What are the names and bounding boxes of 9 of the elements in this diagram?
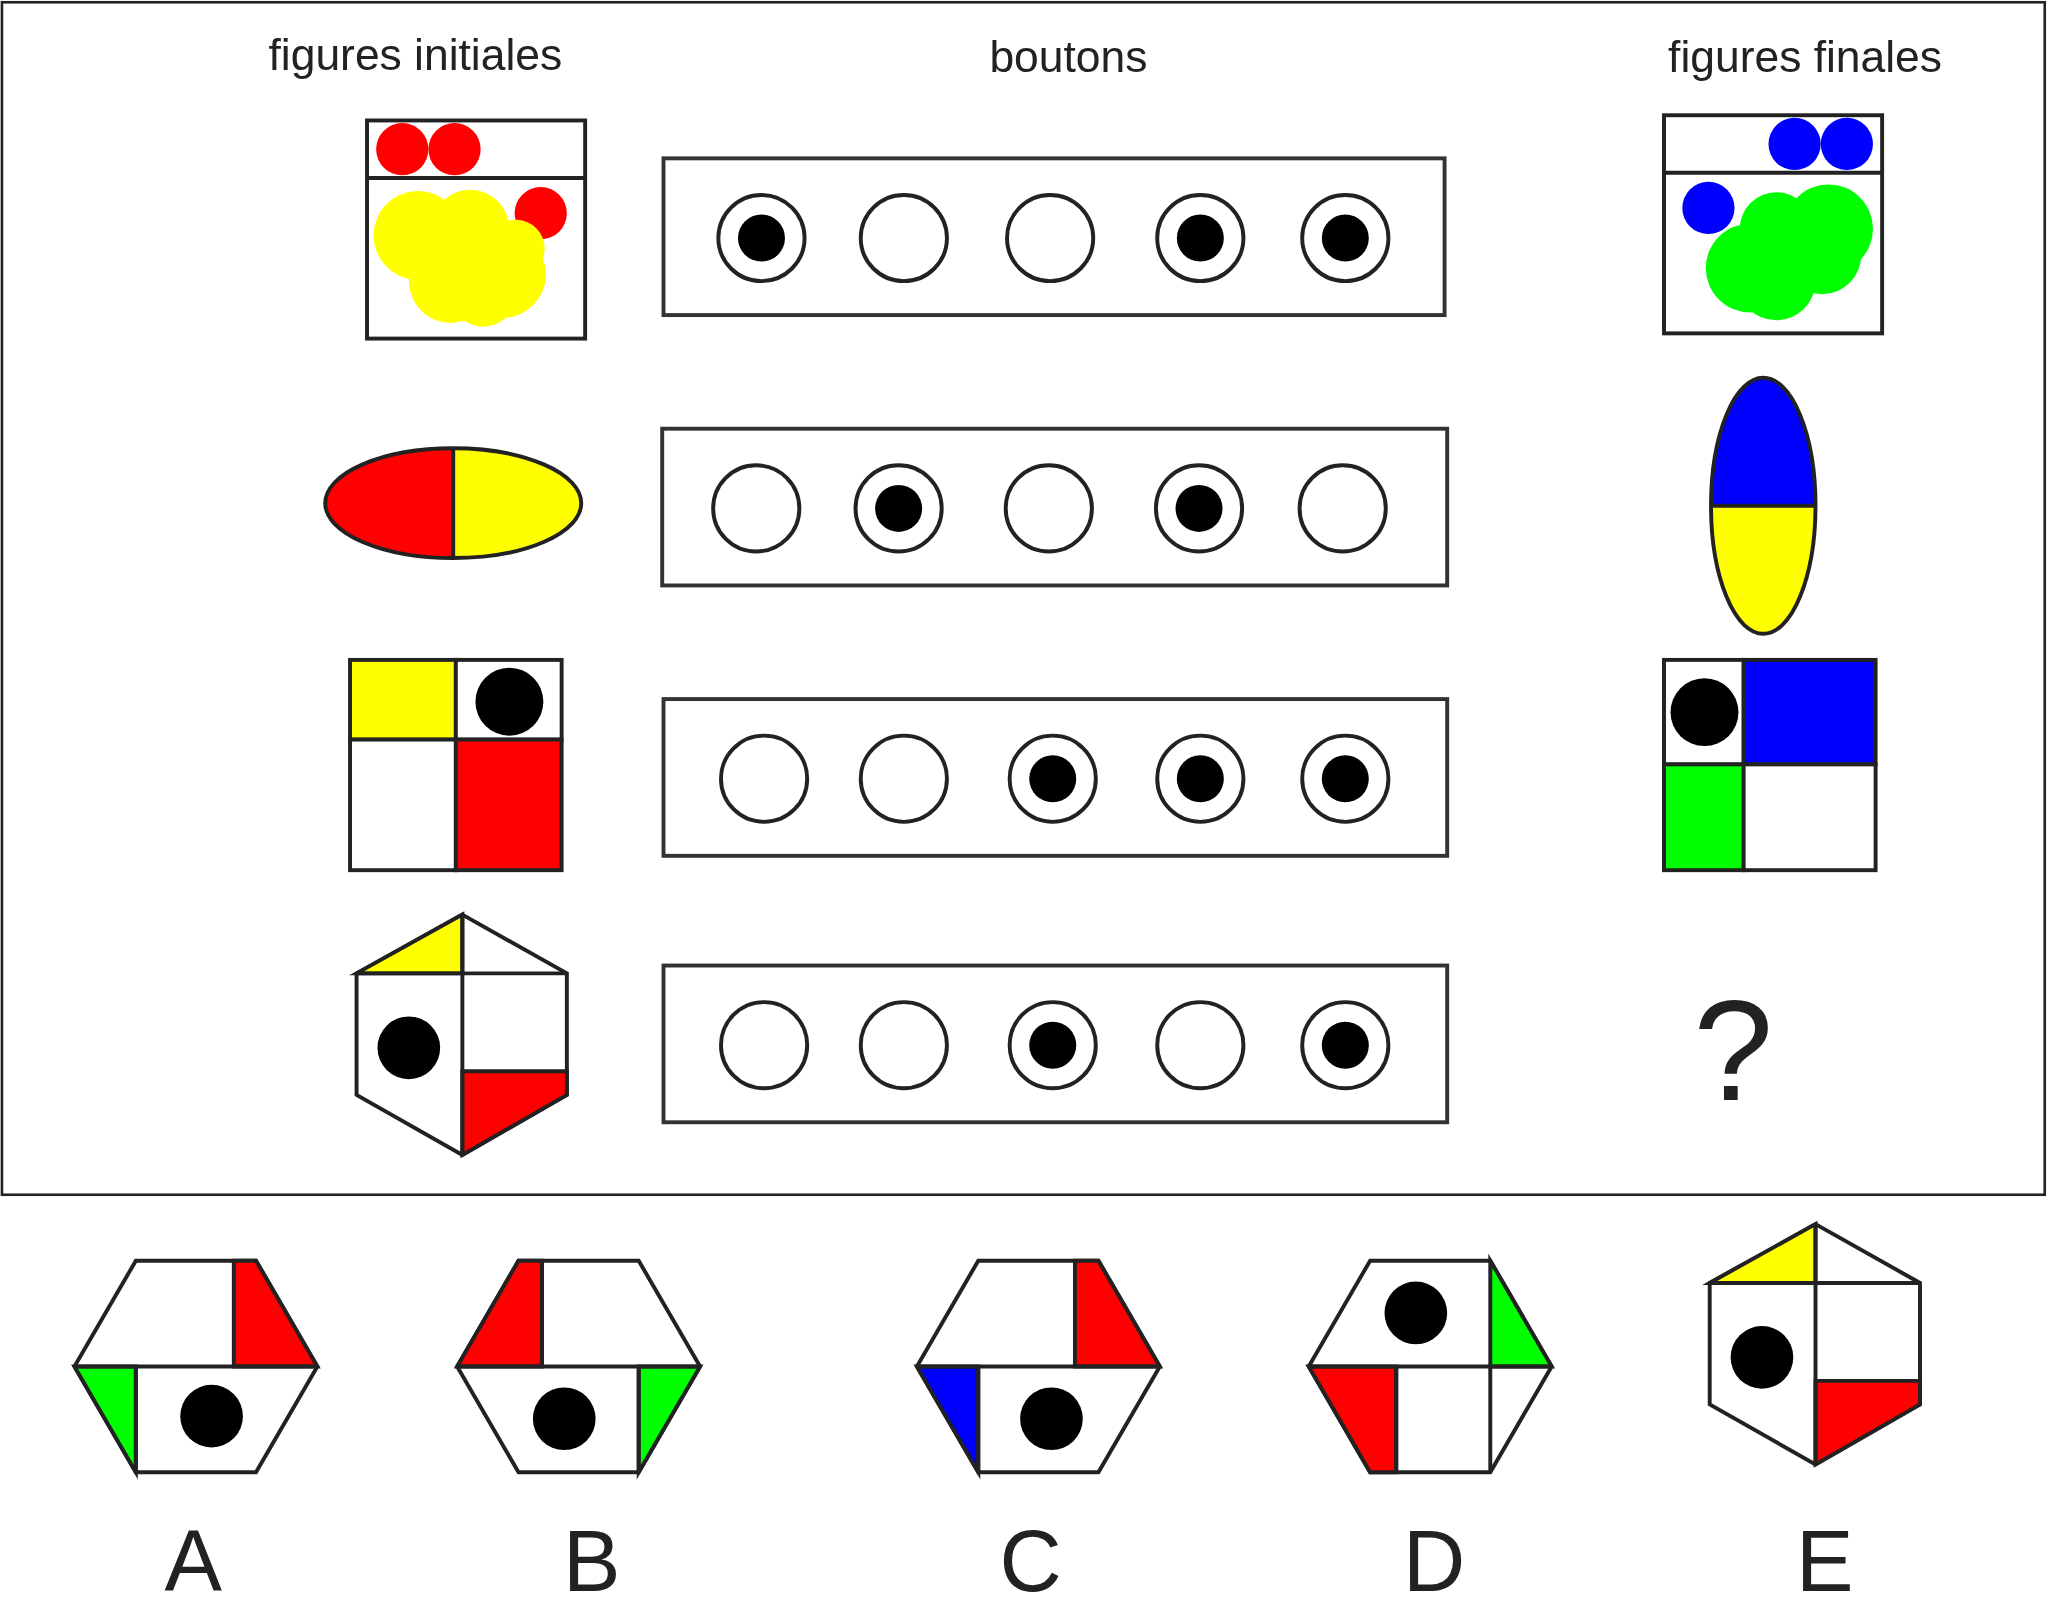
column-heading: boutons <box>989 35 1148 80</box>
option-letter: D <box>1403 1517 1466 1598</box>
option-letter: B <box>562 1517 621 1598</box>
column-heading: figures initiales <box>268 32 563 78</box>
option-letter: E <box>1795 1517 1854 1598</box>
option-letter: A <box>164 1517 223 1598</box>
question-mark: ? <box>1693 979 1774 1124</box>
column-heading: figures finales <box>1668 35 1942 80</box>
option-letter: C <box>999 1517 1062 1598</box>
